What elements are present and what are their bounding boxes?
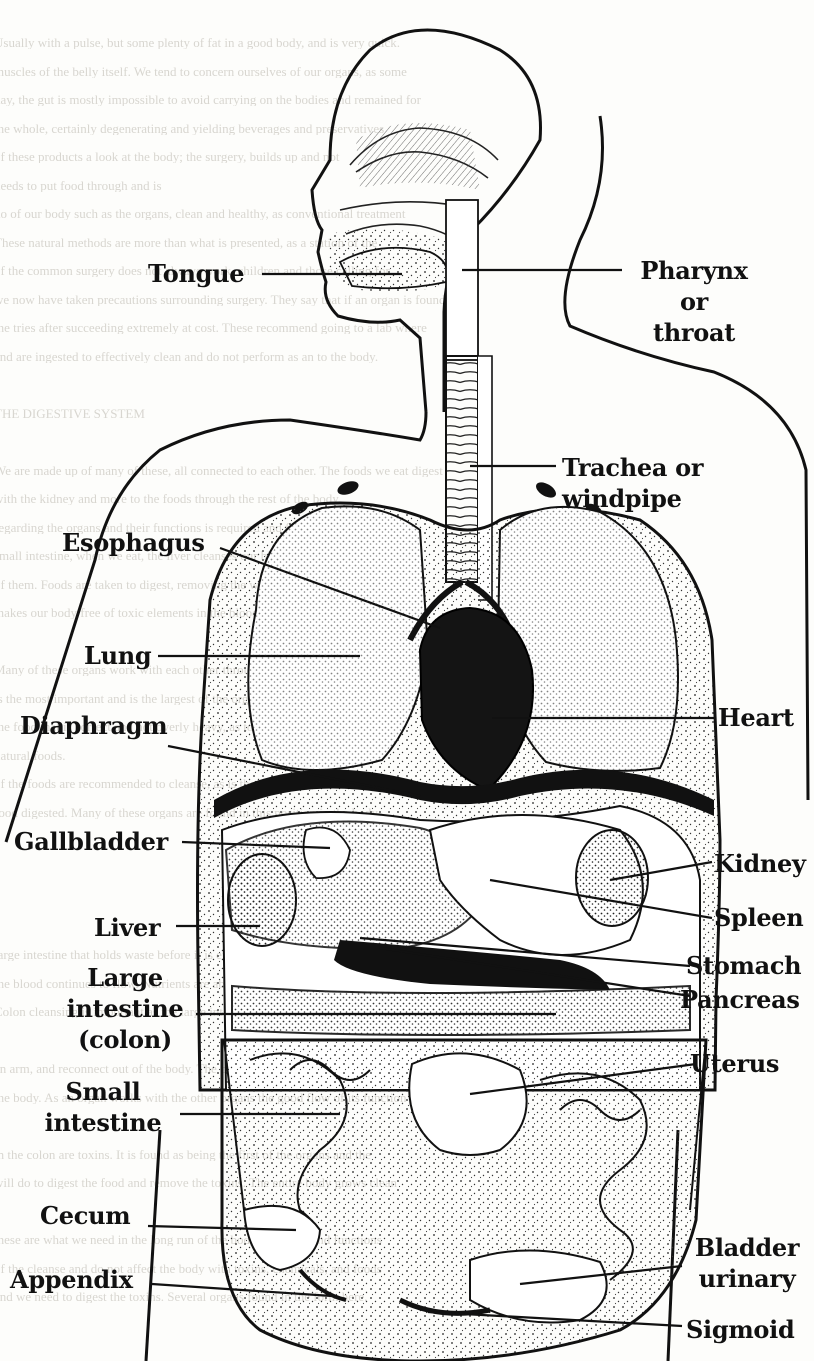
label-tongue: Tongue	[148, 258, 244, 289]
pharynx-tube	[446, 200, 478, 360]
label-trachea: Trachea or windpipe	[562, 452, 703, 514]
label-lung: Lung	[84, 640, 151, 671]
label-liver: Liver	[94, 912, 160, 943]
label-appendix: Appendix	[10, 1264, 133, 1295]
label-small-intestine: Small intestine	[26, 1076, 180, 1138]
label-uterus: Uterus	[690, 1048, 779, 1079]
colon-transverse	[232, 986, 690, 1035]
left-lung-stipple	[248, 506, 428, 770]
label-stomach: Stomach	[686, 950, 801, 981]
label-heart: Heart	[718, 702, 794, 733]
sinus-hatch	[356, 123, 480, 190]
label-diaphragm: Diaphragm	[20, 710, 167, 741]
label-gallbladder: Gallbladder	[14, 826, 168, 857]
label-large-intestine: Large intestine (colon)	[40, 962, 210, 1055]
kidney-shape	[576, 830, 648, 926]
label-sigmoid: Sigmoid	[686, 1314, 794, 1345]
label-pharynx: Pharynx or throat	[630, 255, 758, 348]
kidney-left-shape	[228, 854, 296, 946]
label-cecum: Cecum	[40, 1200, 130, 1231]
label-esophagus: Esophagus	[62, 527, 205, 558]
label-kidney: Kidney	[714, 848, 806, 879]
label-pancreas: Pancreas	[680, 984, 800, 1015]
label-bladder: Bladder urinary	[684, 1232, 810, 1294]
label-spleen: Spleen	[714, 902, 803, 933]
